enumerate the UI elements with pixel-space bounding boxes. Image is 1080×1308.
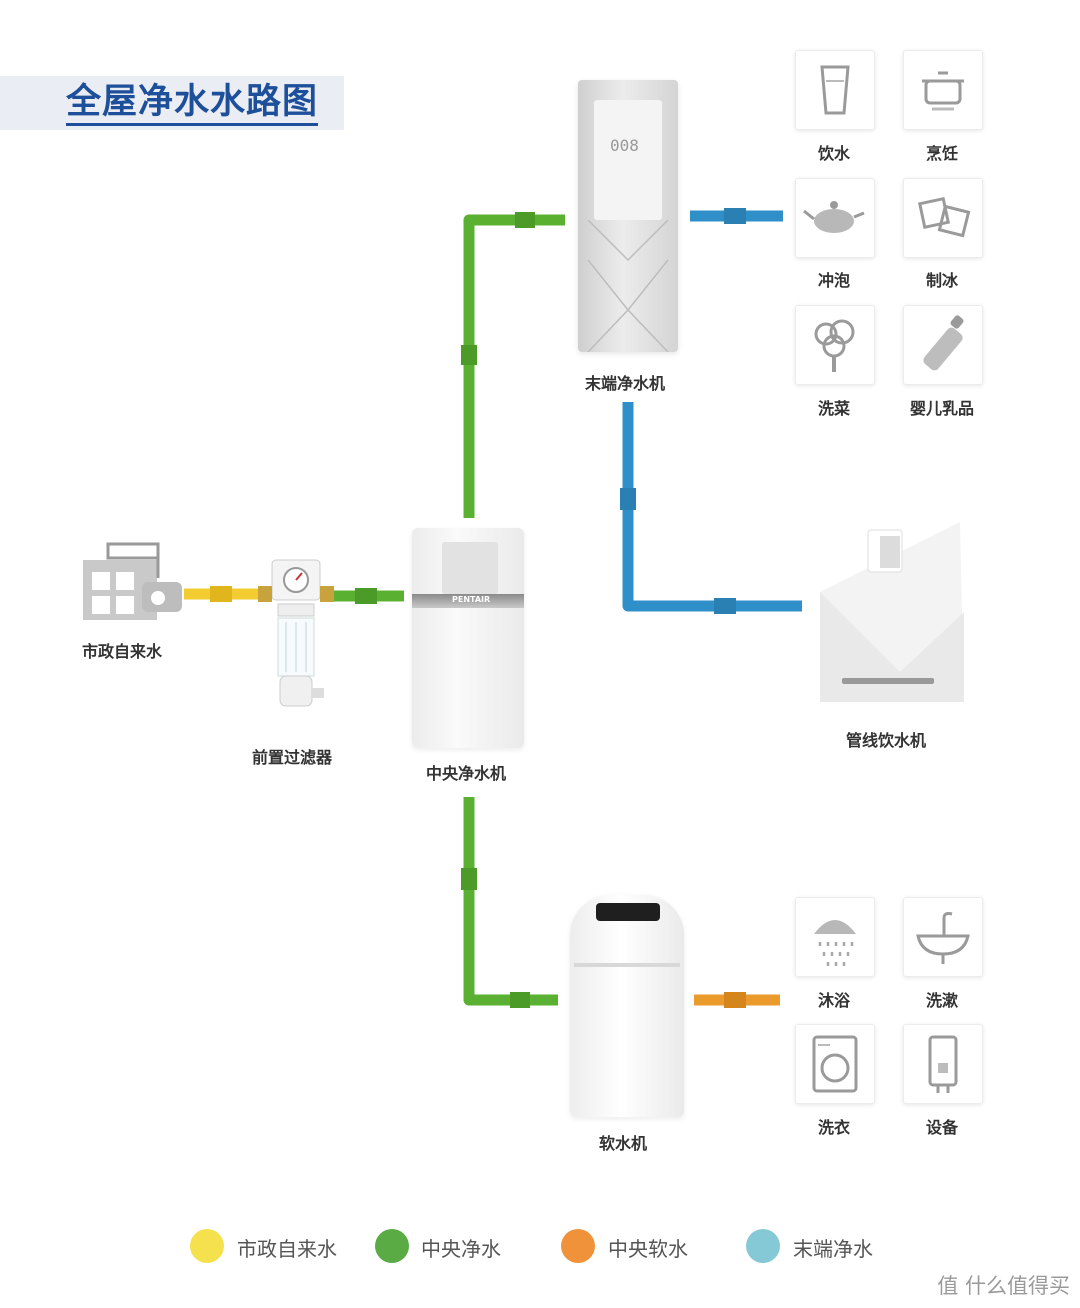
prefilter-label: 前置过滤器	[252, 748, 333, 767]
use-label-appliances: 设备	[925, 1118, 958, 1137]
use-card-shower	[795, 897, 875, 977]
pipe-joint	[714, 598, 736, 614]
broccoli-icon	[814, 319, 855, 372]
use-card-drinking	[795, 50, 875, 130]
use-label-baby: 婴儿乳品	[909, 399, 974, 418]
pot-icon	[922, 71, 964, 111]
pipe-joint	[620, 488, 636, 510]
use-label-ice: 制冰	[925, 271, 958, 290]
legend-dot-terminal	[746, 1229, 780, 1263]
pipe-joint	[515, 212, 535, 228]
page-title: 全屋净水水路图	[66, 82, 319, 126]
glass-icon	[820, 65, 850, 115]
legend-label-municipal: 市政自来水	[237, 1237, 337, 1261]
use-card-ice	[903, 178, 983, 258]
terminal-label: 末端净水机	[585, 374, 666, 393]
teapot-icon	[803, 201, 865, 233]
washing-machine-icon	[812, 1035, 858, 1093]
softener-label: 软水机	[599, 1134, 648, 1153]
terminal-facet-pattern	[587, 220, 669, 352]
pipeline-dispenser-device	[820, 522, 964, 702]
pipe-joint	[724, 992, 746, 1008]
use-label-drinking: 饮水	[817, 144, 850, 163]
ice-cube-icon	[917, 196, 971, 238]
sink-icon	[916, 912, 970, 964]
pipe-joint	[461, 345, 477, 365]
use-card-washbasin	[903, 897, 983, 977]
terminal-display-panel	[594, 100, 662, 220]
pipeline-dispenser-label: 管线饮水机	[846, 731, 927, 750]
prefilter-device-icon	[258, 559, 334, 707]
pipe-joint	[210, 586, 232, 602]
use-label-cooking: 烹饪	[925, 144, 958, 163]
central-brand-band	[412, 594, 524, 608]
use-card-laundry	[795, 1024, 875, 1104]
use-label-laundry: 洗衣	[817, 1118, 850, 1137]
pipe-joint	[510, 992, 530, 1008]
title-band	[0, 76, 344, 130]
pipe-joint	[461, 868, 477, 890]
terminal-display-readout: 008	[610, 136, 639, 155]
use-label-shower: 沐浴	[817, 991, 850, 1010]
use-card-vegetables	[795, 305, 875, 385]
legend-label-soft: 中央软水	[608, 1237, 688, 1261]
use-card-baby	[903, 305, 983, 385]
pipe-joint	[355, 588, 377, 604]
central-brand-text: PENTAIR	[452, 595, 491, 604]
use-label-brewing: 冲泡	[817, 271, 850, 290]
legend-label-central: 中央净水	[421, 1237, 501, 1261]
legend-dot-municipal	[190, 1229, 224, 1263]
watermark: 值 什么值得买	[937, 1274, 1070, 1298]
terminal-purifier-device: 008	[578, 80, 678, 352]
use-card-cooking	[903, 50, 983, 130]
softener-screen	[596, 903, 660, 921]
pipe-central-to-terminal	[463, 214, 565, 518]
use-card-appliances	[903, 1024, 983, 1104]
central-label: 中央净水机	[426, 764, 507, 783]
legend-dot-central	[375, 1229, 409, 1263]
legend-dot-soft	[561, 1229, 595, 1263]
central-control-panel	[442, 542, 498, 594]
pipe-terminal-to-dispenser	[622, 402, 802, 612]
baby-bottle-icon	[923, 315, 964, 371]
use-card-brewing	[795, 178, 875, 258]
pipe-joint	[724, 208, 746, 224]
use-label-vegetables: 洗菜	[817, 399, 850, 418]
softener-seam	[574, 963, 680, 967]
shower-icon	[814, 920, 856, 966]
softener-device	[570, 895, 684, 1117]
municipal-label: 市政自来水	[82, 642, 163, 661]
use-label-washbasin: 洗漱	[925, 991, 958, 1010]
water-heater-icon	[928, 1035, 958, 1093]
municipal-building-icon	[83, 542, 182, 620]
central-purifier-device: PENTAIR	[412, 528, 524, 748]
legend-label-terminal: 末端净水	[793, 1237, 873, 1261]
pipe-central-to-softener	[463, 797, 558, 1006]
